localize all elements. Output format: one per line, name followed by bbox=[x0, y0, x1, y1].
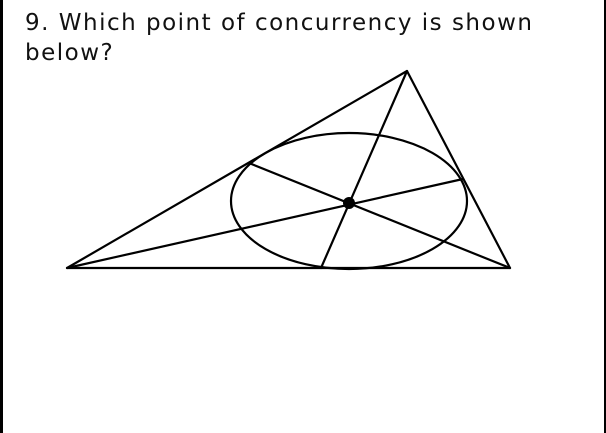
angle-bisector-top bbox=[319, 69, 409, 270]
incenter-point bbox=[343, 197, 355, 209]
angle-bisector-right bbox=[247, 161, 512, 270]
inscribed-circle bbox=[229, 131, 469, 271]
angle-bisector-left bbox=[65, 177, 465, 270]
incenter-diagram bbox=[65, 69, 512, 271]
question-text: 9. Which point of concurrency is shown b… bbox=[25, 10, 534, 66]
triangle bbox=[65, 69, 512, 270]
